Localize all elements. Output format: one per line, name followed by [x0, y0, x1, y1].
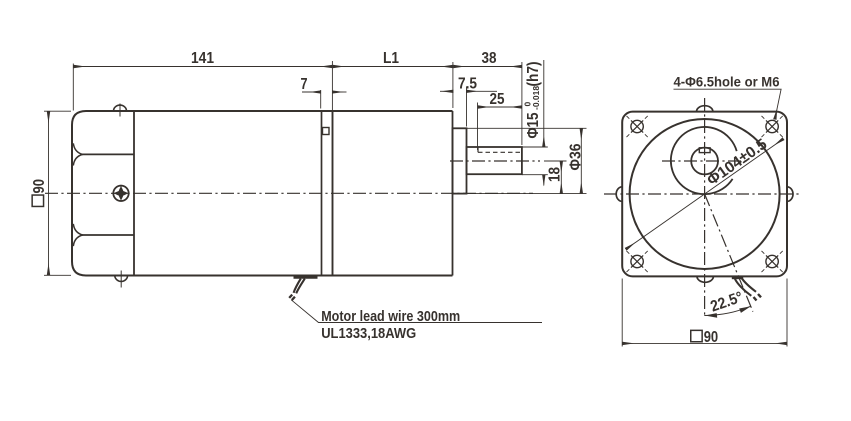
svg-text:Φ15: Φ15	[525, 112, 542, 138]
svg-text:7: 7	[301, 76, 308, 93]
svg-text:L1: L1	[383, 50, 399, 67]
svg-text:25: 25	[490, 91, 505, 108]
svg-text:90: 90	[704, 329, 719, 346]
svg-text:90: 90	[31, 179, 48, 194]
svg-text:0: 0	[523, 102, 533, 107]
svg-text:UL1333,18AWG: UL1333,18AWG	[321, 326, 416, 342]
svg-text:7.5: 7.5	[458, 76, 477, 93]
svg-text:38: 38	[482, 50, 497, 67]
svg-text:Motor lead wire 300mm: Motor lead wire 300mm	[321, 309, 460, 325]
svg-text:Φ104±0.5: Φ104±0.5	[704, 136, 771, 190]
svg-text:(h7): (h7)	[525, 62, 542, 87]
svg-text:22.5°: 22.5°	[708, 289, 745, 316]
svg-text:18: 18	[547, 167, 564, 182]
svg-text:Φ36: Φ36	[568, 143, 585, 170]
svg-text:141: 141	[191, 50, 214, 67]
svg-text:4-Φ6.5hole or M6: 4-Φ6.5hole or M6	[674, 74, 780, 90]
svg-text:-0.018: -0.018	[531, 86, 541, 110]
